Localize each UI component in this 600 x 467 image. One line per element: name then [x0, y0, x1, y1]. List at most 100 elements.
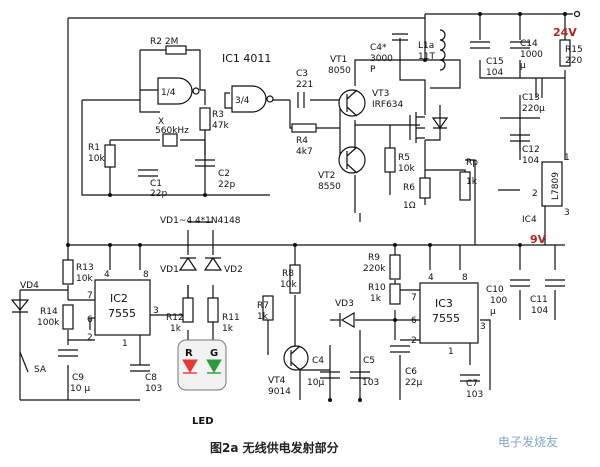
- r2-resistor: [165, 45, 187, 55]
- ic1-gate-a-label: 1/4: [161, 88, 176, 98]
- ic2-pin-1: 1: [122, 339, 128, 349]
- c4s-name: C4*: [370, 43, 387, 53]
- vd2-diode: [203, 256, 223, 271]
- ic4-pin-1: 1: [564, 153, 570, 163]
- r15-name: R15: [565, 45, 583, 55]
- r13-resistor: [62, 259, 74, 285]
- r13-name: R13: [76, 263, 94, 273]
- r10-name: R10: [368, 283, 386, 293]
- ic3-pin-2: 2: [411, 336, 417, 346]
- r9-name: R9: [368, 253, 380, 263]
- r7-value: 1k: [257, 312, 269, 322]
- vd1-diode: [178, 256, 198, 271]
- r5-resistor: [384, 147, 396, 173]
- r4-name: R4: [296, 136, 308, 146]
- r13-value: 10k: [76, 274, 93, 284]
- ic3-timer: IC3 7555 4 8 7 6 2 3 1: [411, 273, 486, 357]
- vd2-label: VD2: [224, 265, 243, 275]
- c10-unit: μ: [490, 307, 496, 317]
- vd4-label: VD4: [20, 281, 39, 291]
- x-value: 560kHz: [155, 126, 189, 136]
- r10-value: 1k: [370, 294, 382, 304]
- c13-capacitor: [535, 78, 543, 98]
- c14-unit: μ: [520, 61, 526, 71]
- c1-capacitor: [138, 169, 158, 177]
- figure-caption: 图2a 无线供电发射部分: [210, 440, 339, 455]
- ic2-pin-7: 7: [87, 291, 93, 301]
- c4-value: 10μ: [307, 378, 324, 388]
- r8-resistor: [289, 264, 301, 294]
- c9-value: 10 μ: [70, 384, 90, 394]
- supply-9v-label: 9V: [530, 233, 547, 246]
- sa-switch: [19, 351, 29, 373]
- c8-name: C8: [145, 373, 157, 383]
- r1-resistor: [104, 144, 116, 168]
- ic1-nand-gate-b: 3/4: [231, 85, 274, 113]
- c13-value: 220μ: [522, 104, 545, 114]
- ic3-pin-6: 6: [411, 316, 417, 326]
- r6-resistor: [419, 177, 431, 199]
- vd3-diode: [339, 311, 355, 329]
- ic4-name: IC4: [522, 215, 537, 225]
- c6-capacitor: [390, 345, 410, 353]
- c1-name: C1: [150, 179, 162, 189]
- c4s-unit: P: [370, 65, 376, 75]
- ic2-name: IC2: [110, 292, 128, 305]
- c2-name: C2: [218, 169, 230, 179]
- r4-value: 4k7: [296, 147, 313, 157]
- vt2-transistor: [338, 146, 366, 174]
- ic3-pin-1: 1: [448, 347, 454, 357]
- c12-value: 104: [522, 156, 539, 166]
- bicolor-led: R G: [177, 339, 227, 391]
- c3-capacitor: [297, 92, 305, 108]
- x-name: X: [158, 117, 164, 127]
- c6-name: C6: [405, 367, 417, 377]
- c6-value: 22μ: [405, 378, 422, 388]
- c14-capacitor: [510, 41, 530, 49]
- ic3-name: IC3: [435, 297, 453, 310]
- c11-value: 104: [531, 306, 548, 316]
- vt1-transistor: [338, 89, 366, 117]
- c12-capacitor: [510, 134, 530, 142]
- c11-capacitor: [545, 279, 565, 287]
- r15-resistor: [559, 39, 571, 67]
- r9-resistor: [389, 254, 401, 280]
- c2-value: 22p: [218, 180, 235, 190]
- c8-value: 103: [145, 384, 162, 394]
- r11-value: 1k: [222, 324, 234, 334]
- c4-capacitor: [320, 371, 340, 379]
- c15-name: C15: [486, 57, 504, 67]
- ic4-pin-2: 2: [532, 189, 538, 199]
- sa-label: SA: [34, 365, 47, 375]
- r10-resistor: [389, 283, 401, 305]
- vt3-name: VT3: [372, 89, 389, 99]
- ic4-type: L7809: [551, 172, 561, 200]
- c11-name: C11: [530, 295, 548, 305]
- vt4-name: VT4: [268, 376, 286, 386]
- c7-name: C7: [466, 379, 478, 389]
- r5-name: R5: [398, 153, 410, 163]
- c2-capacitor: [195, 159, 215, 167]
- r3-resistor: [199, 107, 211, 131]
- c7-value: 103: [466, 390, 483, 400]
- vd4-diode: [10, 299, 30, 313]
- c9-capacitor: [58, 349, 78, 357]
- vd-note: VD1~4 4*1N4148: [160, 216, 241, 226]
- ic3-type: 7555: [432, 312, 460, 325]
- r14-name: R14: [40, 307, 58, 317]
- led-label: LED: [192, 416, 214, 427]
- watermark: 电子发烧友: [498, 434, 558, 449]
- vt4-transistor: [283, 345, 309, 371]
- ic2-pin-3: 3: [153, 306, 159, 316]
- vt2-name: VT2: [318, 171, 335, 181]
- r11-name: R11: [222, 313, 240, 323]
- c1-value: 22p: [150, 189, 167, 199]
- c3-name: C3: [296, 69, 308, 79]
- l1a-value: 11T: [418, 52, 435, 62]
- r8-value: 10k: [280, 280, 297, 290]
- r1-name: R1: [88, 143, 100, 153]
- c12-name: C12: [522, 145, 540, 155]
- ic4-regulator: L7809 1 2 3: [532, 153, 570, 218]
- c5-value: 103: [362, 378, 379, 388]
